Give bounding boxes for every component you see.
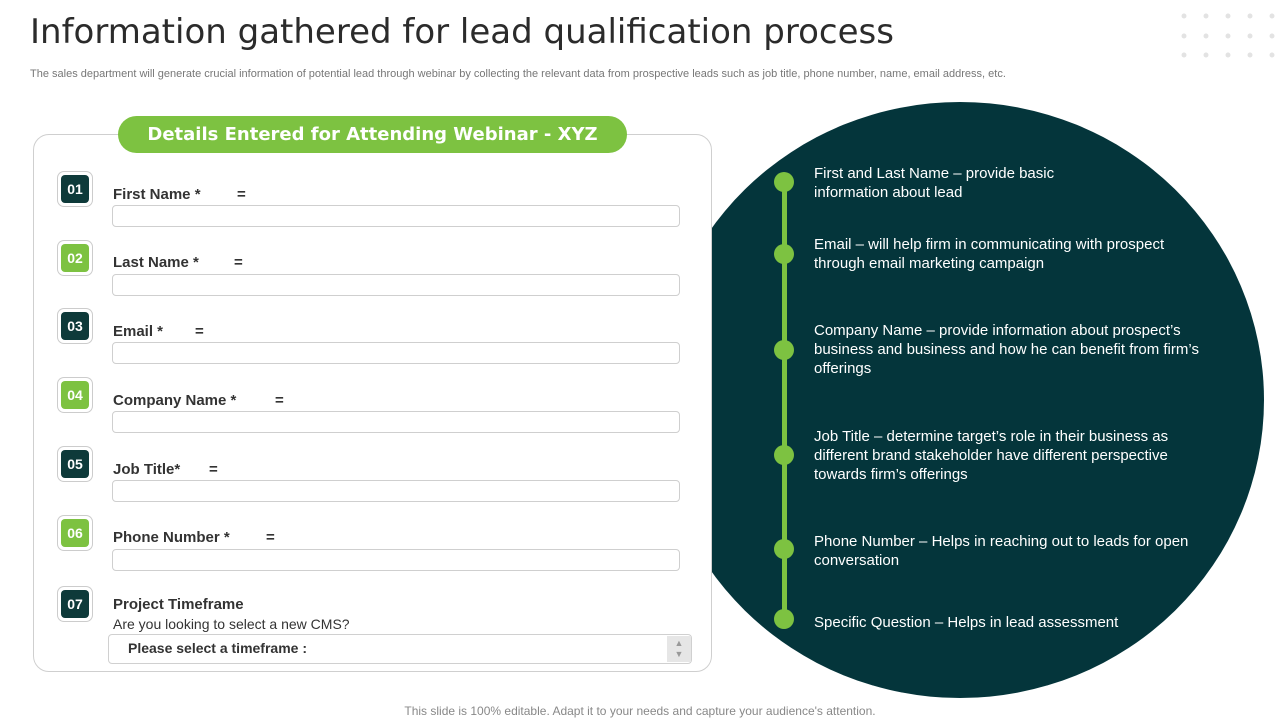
timeline-dot [774,172,794,192]
decorative-dots [1181,13,1275,58]
up-down-arrow-icon[interactable]: ▲▼ [667,636,691,662]
page-subtitle: The sales department will generate cruci… [30,68,1006,80]
timeline-line [782,181,787,619]
job-title-label: Job Title* [113,461,181,478]
step-number-badge: 05 [58,447,92,481]
cms-question: Are you looking to select a new CMS? [113,616,350,632]
email-label: Email * [113,323,164,340]
equals-sign: = [195,323,204,340]
job-title-input[interactable] [112,480,680,502]
timeline-dot [774,609,794,629]
info-circle-panel [656,102,1264,698]
timeline-item-question: Specific Question – Helps in lead assess… [814,614,1119,631]
email-input[interactable] [112,342,680,364]
step-number-badge: 01 [58,172,92,206]
timeline-dot [774,445,794,465]
step-number-badge: 03 [58,309,92,343]
equals-sign: = [275,392,284,409]
timeline-item-phone: Phone Number – Helps in reaching out to … [814,533,1189,569]
page-title: Information gathered for lead qualificat… [30,12,894,52]
timeline-item-job-title: Job Title – determine target’s role in t… [814,428,1169,483]
phone-number-input[interactable] [112,549,680,571]
timeline-dot [774,539,794,559]
phone-number-label: Phone Number * [113,529,230,546]
timeline-item-email: Email – will help firm in communicating … [814,236,1165,272]
last-name-input[interactable] [112,274,680,296]
timeline-item-company: Company Name – provide information about… [814,322,1199,377]
slide-footer-note: This slide is 100% editable. Adapt it to… [404,704,876,718]
equals-sign: = [237,186,246,203]
step-number-badge: 06 [58,516,92,550]
step-number-badge: 02 [58,241,92,275]
equals-sign: = [266,529,275,546]
equals-sign: = [209,461,218,478]
timeframe-select-placeholder: Please select a timeframe : [128,640,307,656]
step-number-badge: 07 [58,587,92,621]
first-name-label: First Name * [113,186,201,203]
last-name-label: Last Name * [113,254,199,271]
project-timeframe-label: Project Timeframe [113,596,244,613]
first-name-input[interactable] [112,205,680,227]
timeframe-select[interactable]: Please select a timeframe : ▲▼ [108,634,692,664]
timeline-item-name: First and Last Name – provide basic info… [814,165,1055,201]
company-name-input[interactable] [112,411,680,433]
company-name-label: Company Name * [113,392,237,409]
form-banner: Details Entered for Attending Webinar - … [118,116,627,153]
timeline-dot [774,244,794,264]
timeline-dot [774,340,794,360]
equals-sign: = [234,254,243,271]
step-number-badge: 04 [58,378,92,412]
